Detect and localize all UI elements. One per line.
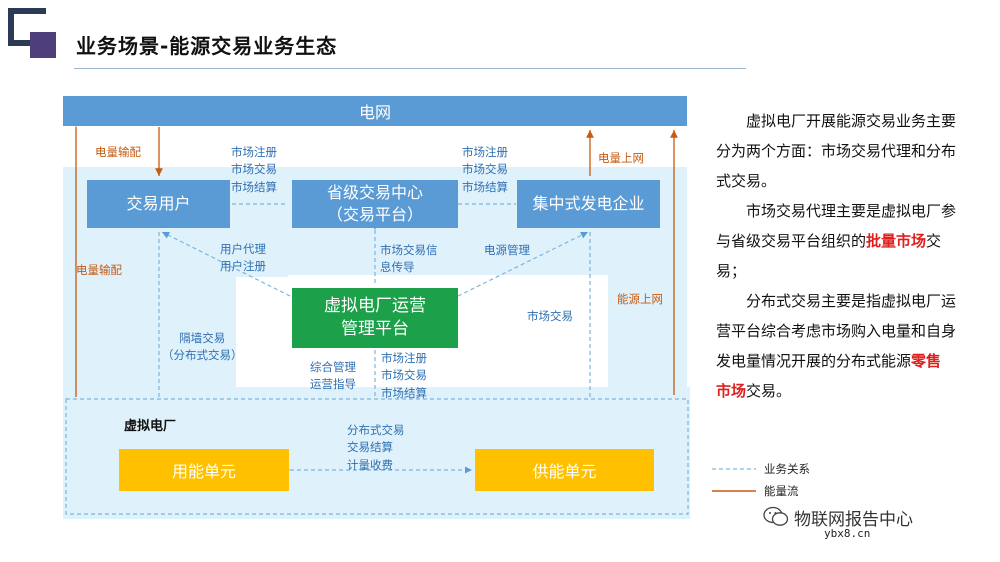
vpp-platform-line1: 虚拟电厂运营 — [324, 296, 426, 317]
grid-bar: 电网 — [63, 96, 687, 126]
title-divider — [74, 68, 746, 69]
page-title: 业务场景-能源交易业务生态 — [76, 34, 338, 58]
label-dispatch-top: 电量输配 — [95, 145, 141, 159]
vpp-zone-title: 虚拟电厂 — [124, 419, 177, 434]
legend-energy: 能量流 — [764, 484, 799, 498]
label-energy-up: 能源上网 — [617, 292, 663, 306]
trading-user-box: 交易用户 — [87, 180, 230, 228]
provincial-center-line1: 省级交易中心 — [326, 183, 423, 203]
logo-square — [30, 32, 56, 58]
wechat-icon — [763, 506, 789, 528]
label-grid-up: 电量上网 — [598, 151, 644, 165]
supply-unit-box: 供能单元 — [475, 449, 654, 491]
generation-company-box: 集中式发电企业 — [517, 180, 660, 228]
label-reg-bottom: 市场注册 市场交易 市场结算 — [381, 351, 427, 400]
provincial-center-box: 省级交易中心 （交易平台） — [292, 180, 458, 228]
left-column-zone — [63, 277, 236, 387]
consumption-unit-box: 用能单元 — [119, 449, 289, 491]
provincial-center-line2: （交易平台） — [326, 205, 423, 224]
label-dispatch-left: 电量输配 — [76, 263, 122, 277]
label-user-agent: 用户代理 用户注册 — [220, 242, 266, 274]
label-power-mgmt: 电源管理 — [484, 243, 530, 257]
vpp-platform-line2: 管理平台 — [341, 319, 409, 339]
label-mgmt: 综合管理 运营指导 — [310, 360, 356, 392]
legend-business: 业务关系 — [764, 462, 810, 476]
highlight-retail: 零售市场 — [716, 352, 942, 400]
label-reg-right: 市场注册 市场交易 市场结算 — [462, 145, 508, 194]
label-info-transfer: 市场交易信 息传导 — [380, 243, 438, 275]
vpp-platform-box: 虚拟电厂运营 管理平台 — [292, 288, 458, 348]
logo-frame — [8, 8, 46, 46]
paragraph-2: 市场交易代理主要是虚拟电厂参与省级交易平台组织的批量市场交易； — [716, 202, 957, 280]
highlight-wholesale: 批量市场 — [866, 232, 927, 250]
paragraph-1: 虚拟电厂开展能源交易业务主要分为两个方面：市场交易代理和分布式交易。 — [716, 112, 957, 190]
watermark-site: ybx8.cn — [824, 527, 871, 540]
watermark-brand: 物联网报告中心 — [794, 510, 913, 530]
label-distributed: 分布式交易 交易结算 计量收费 — [347, 423, 405, 472]
label-wall-trade: 隔墙交易 （分布式交易） — [162, 331, 243, 363]
label-reg-left: 市场注册 市场交易 市场结算 — [231, 145, 277, 194]
paragraph-3: 分布式交易主要是指虚拟电厂运营平台综合考虑市场购入电量和自身发电量情况开展的分布… — [716, 292, 957, 400]
label-market-trade: 市场交易 — [527, 309, 573, 323]
